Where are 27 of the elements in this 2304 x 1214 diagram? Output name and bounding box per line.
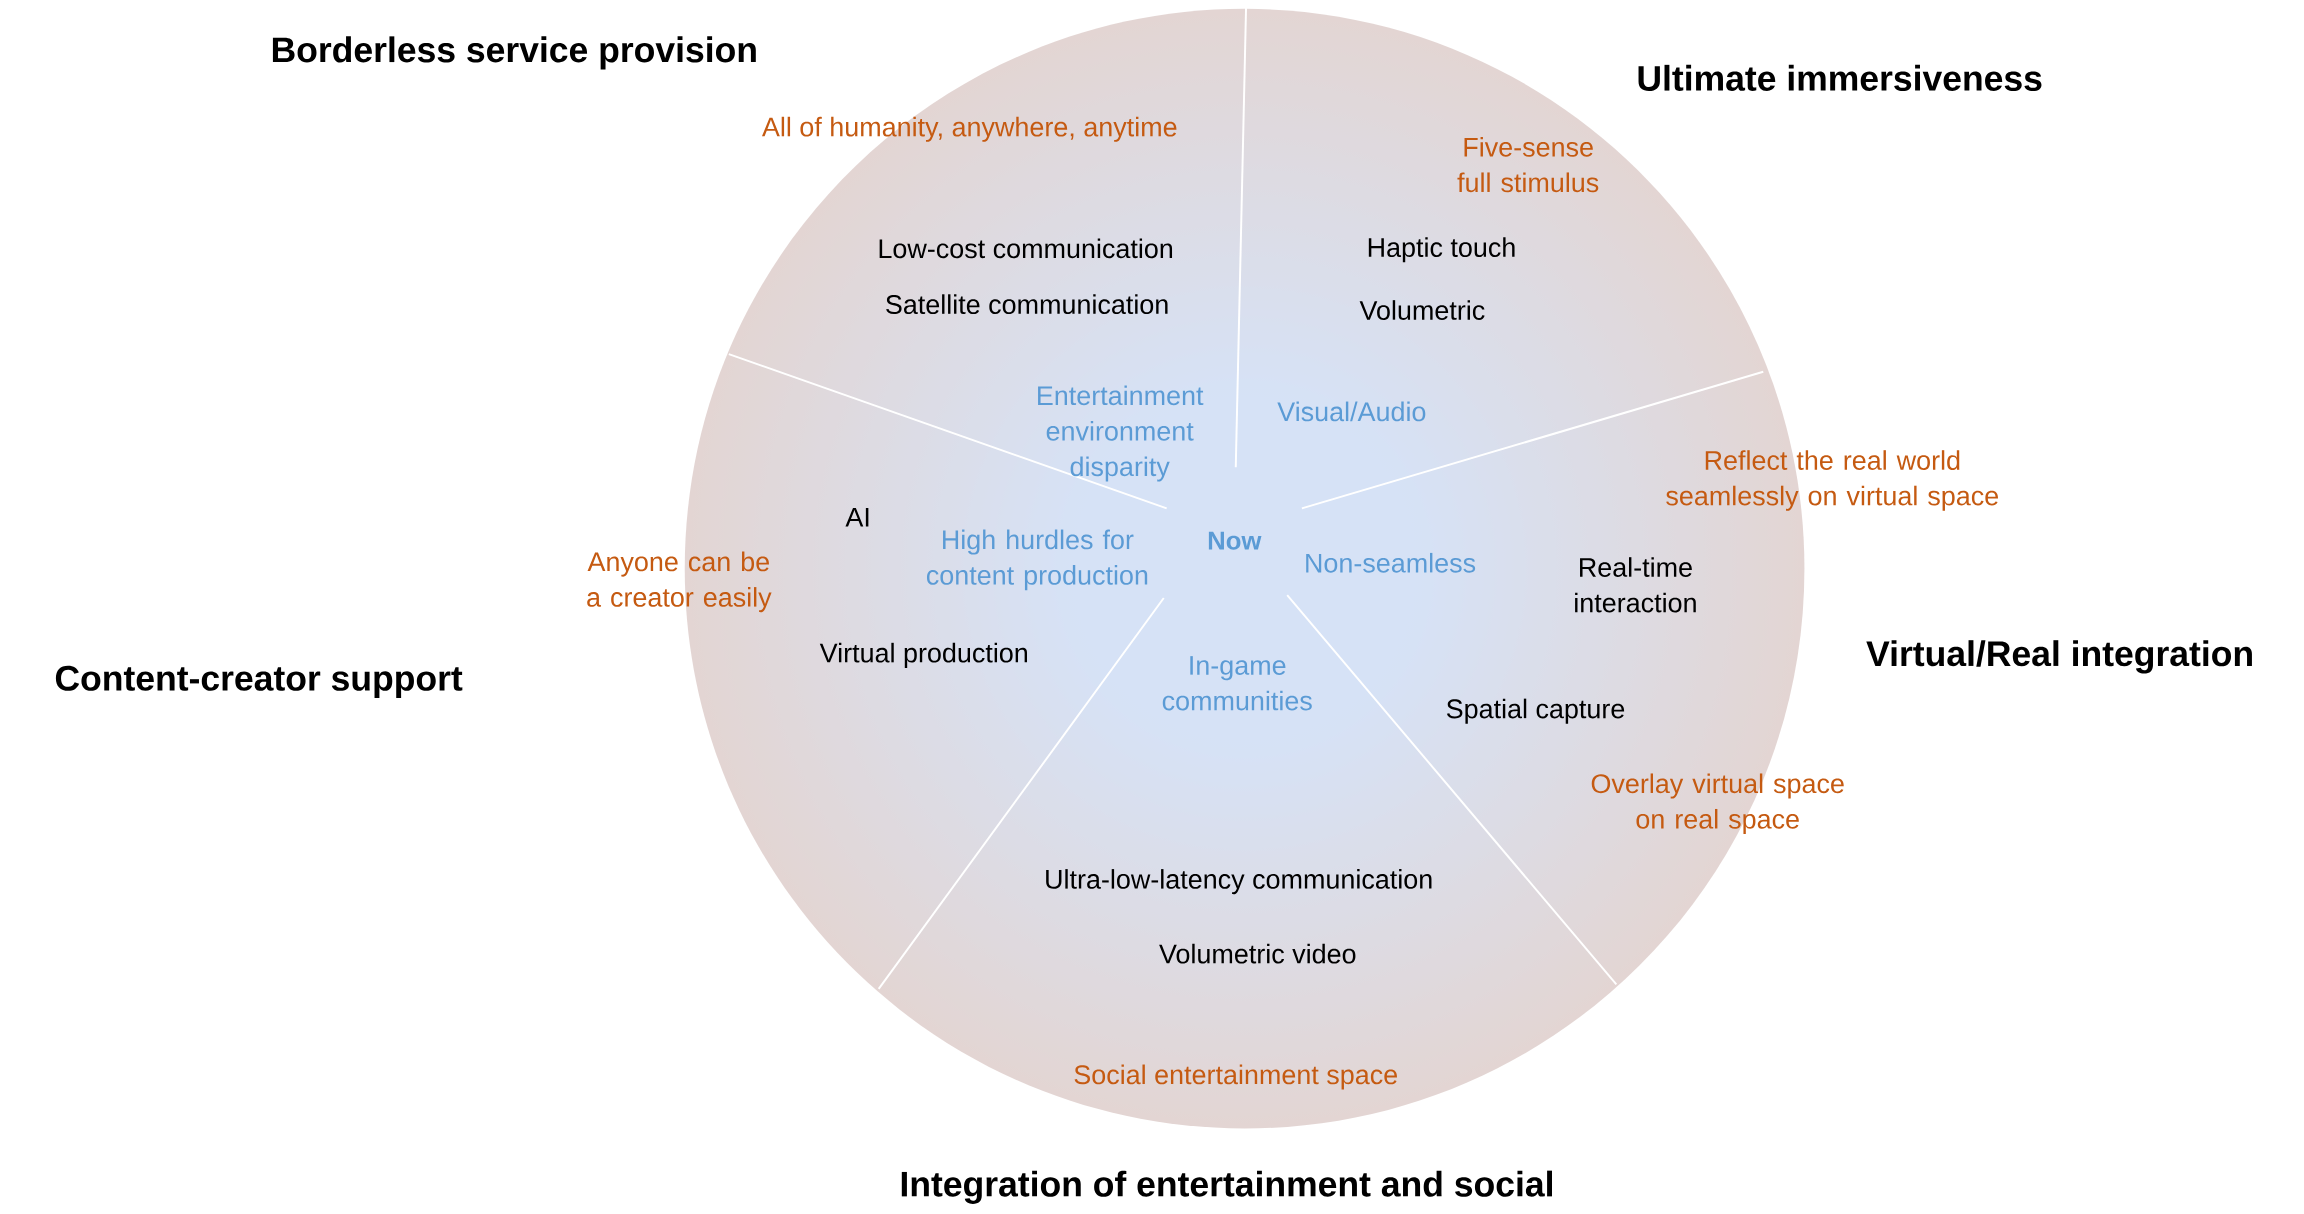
goal-text: Five-sense full stimulus [1457, 137, 1599, 193]
technology-label: AI [845, 508, 869, 527]
current-state-label: In-game communities [1162, 656, 1312, 711]
goal-text: Anyone can be a creator easily [587, 551, 772, 613]
technology-label: Haptic touch [1368, 237, 1515, 263]
sector-heading: Content-creator support [55, 665, 463, 699]
goal-text: Overlay virtual space on real space [1591, 773, 1844, 835]
current-state-label: Entertainment environment disparity [1038, 385, 1204, 482]
current-state-label: High hurdles for content production [926, 529, 1148, 591]
technology-label: Satellite communication [886, 294, 1168, 315]
goal-text: All of humanity, anywhere, anytime [761, 116, 1177, 142]
current-state-label: Non-seamless [1306, 553, 1476, 573]
sector-heading: Ultimate immersiveness [1638, 65, 2042, 92]
technology-label: Ultra-low-latency communication [1046, 869, 1432, 895]
goal-text: Reflect the real world seamlessly on virtual space [1666, 450, 1998, 511]
goal-text: Social entertainment space [1074, 1064, 1397, 1090]
technology-label: Spatial capture [1446, 698, 1625, 724]
center-label: Now [1208, 531, 1262, 550]
technology-label: Volumetric [1359, 300, 1485, 321]
sector-heading: Borderless service provision [272, 36, 756, 70]
technology-label: Real-time interaction [1575, 557, 1696, 613]
sector-heading: Integration of entertainment and social [901, 1170, 1552, 1205]
technology-label: Virtual production [819, 642, 1027, 669]
technology-label: Low-cost communication [879, 238, 1173, 259]
sector-heading: Virtual/Real integration [1866, 640, 2252, 674]
current-state-label: Visual/Audio [1277, 401, 1426, 422]
technology-label: Volumetric video [1159, 943, 1356, 964]
